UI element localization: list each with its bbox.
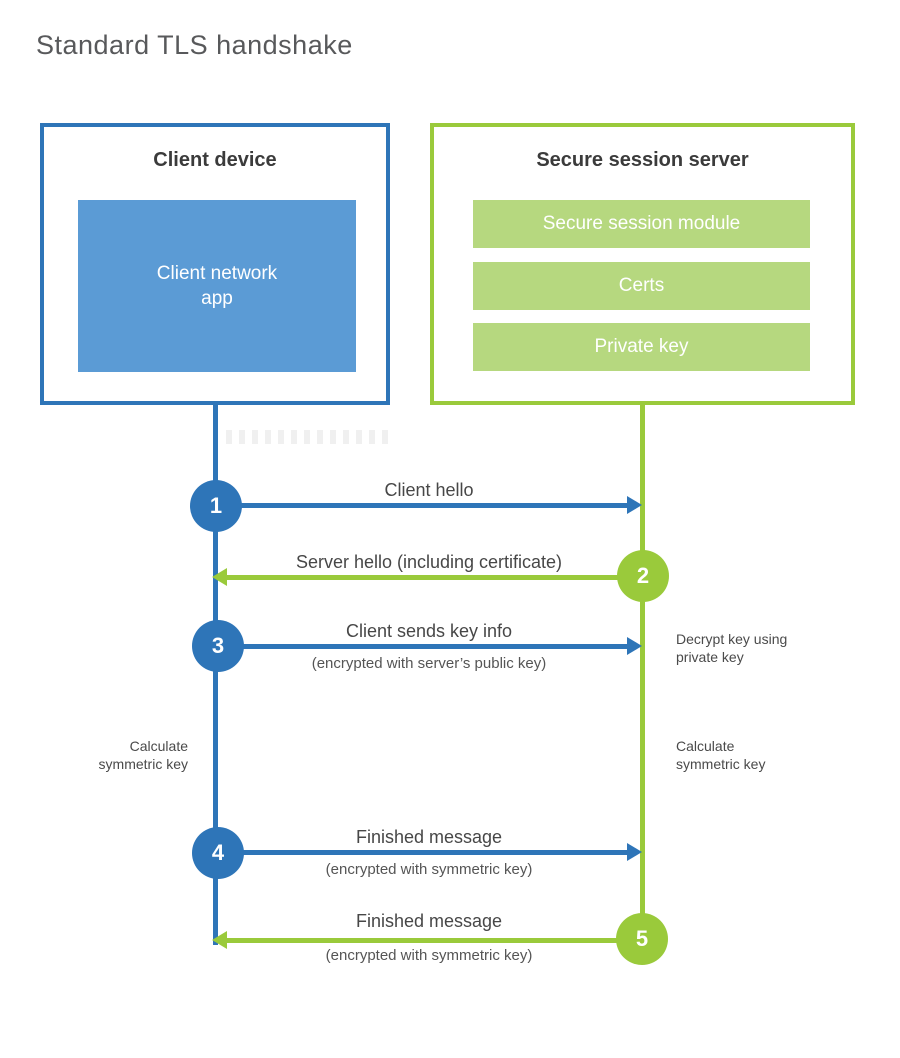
- server-module-certs: Certs: [473, 262, 810, 310]
- message-sublabel-finished-server: (encrypted with symmetric key): [325, 947, 533, 964]
- client-app-label-line2: app: [201, 288, 233, 309]
- note-calculate-symmetric-key-client: Calculate symmetric key: [56, 738, 188, 773]
- arrowhead-right-icon: [627, 637, 642, 655]
- server-module-secure-session: Secure session module: [473, 200, 810, 248]
- arrow-finished-client: [218, 850, 629, 855]
- message-label-key-info: Client sends key info: [345, 621, 513, 641]
- arrow-client-hello: [216, 503, 629, 508]
- faint-ghost-artifact: [226, 430, 391, 444]
- client-app-label-line1: Client network: [156, 263, 278, 284]
- message-label-finished-client: Finished message: [355, 827, 503, 847]
- note-decrypt-key: Decrypt key using private key: [676, 631, 816, 666]
- message-sublabel-key-info: (encrypted with server’s public key): [311, 655, 547, 672]
- step-badge-5: 5: [616, 913, 668, 965]
- client-device-box: Client device Client network app: [40, 123, 390, 405]
- server-module-private-key: Private key: [473, 323, 810, 371]
- arrowhead-left-icon: [212, 931, 227, 949]
- client-lifeline: [213, 405, 218, 945]
- step-badge-3: 3: [192, 620, 244, 672]
- secure-session-server-box: Secure session server Secure session mod…: [430, 123, 855, 405]
- note-decrypt-line2: private key: [676, 648, 744, 665]
- step-badge-1: 1: [190, 480, 242, 532]
- server-title: Secure session server: [536, 149, 749, 171]
- arrow-finished-server: [227, 938, 641, 943]
- message-sublabel-finished-client: (encrypted with symmetric key): [325, 861, 533, 878]
- message-label-finished-server: Finished message: [355, 911, 503, 931]
- note-calc-left-line1: Calculate: [129, 738, 188, 754]
- step-badge-2: 2: [617, 550, 669, 602]
- arrowhead-right-icon: [627, 843, 642, 861]
- note-calc-right-line2: symmetric key: [676, 755, 766, 772]
- server-lifeline: [640, 405, 645, 920]
- step-badge-4: 4: [192, 827, 244, 879]
- note-calc-left-line2: symmetric key: [98, 755, 188, 772]
- message-label-client-hello: Client hello: [384, 480, 474, 500]
- arrow-key-info: [218, 644, 629, 649]
- client-device-title: Client device: [153, 149, 277, 171]
- note-decrypt-line1: Decrypt key using: [676, 631, 788, 647]
- arrow-server-hello: [227, 575, 643, 580]
- arrowhead-right-icon: [627, 496, 642, 514]
- arrowhead-left-icon: [212, 568, 227, 586]
- message-label-server-hello: Server hello (including certificate): [295, 552, 563, 572]
- page-title: Standard TLS handshake: [36, 30, 353, 60]
- note-calc-right-line1: Calculate: [676, 738, 735, 754]
- note-calculate-symmetric-key-server: Calculate symmetric key: [676, 738, 816, 773]
- client-network-app-block: Client network app: [78, 200, 356, 372]
